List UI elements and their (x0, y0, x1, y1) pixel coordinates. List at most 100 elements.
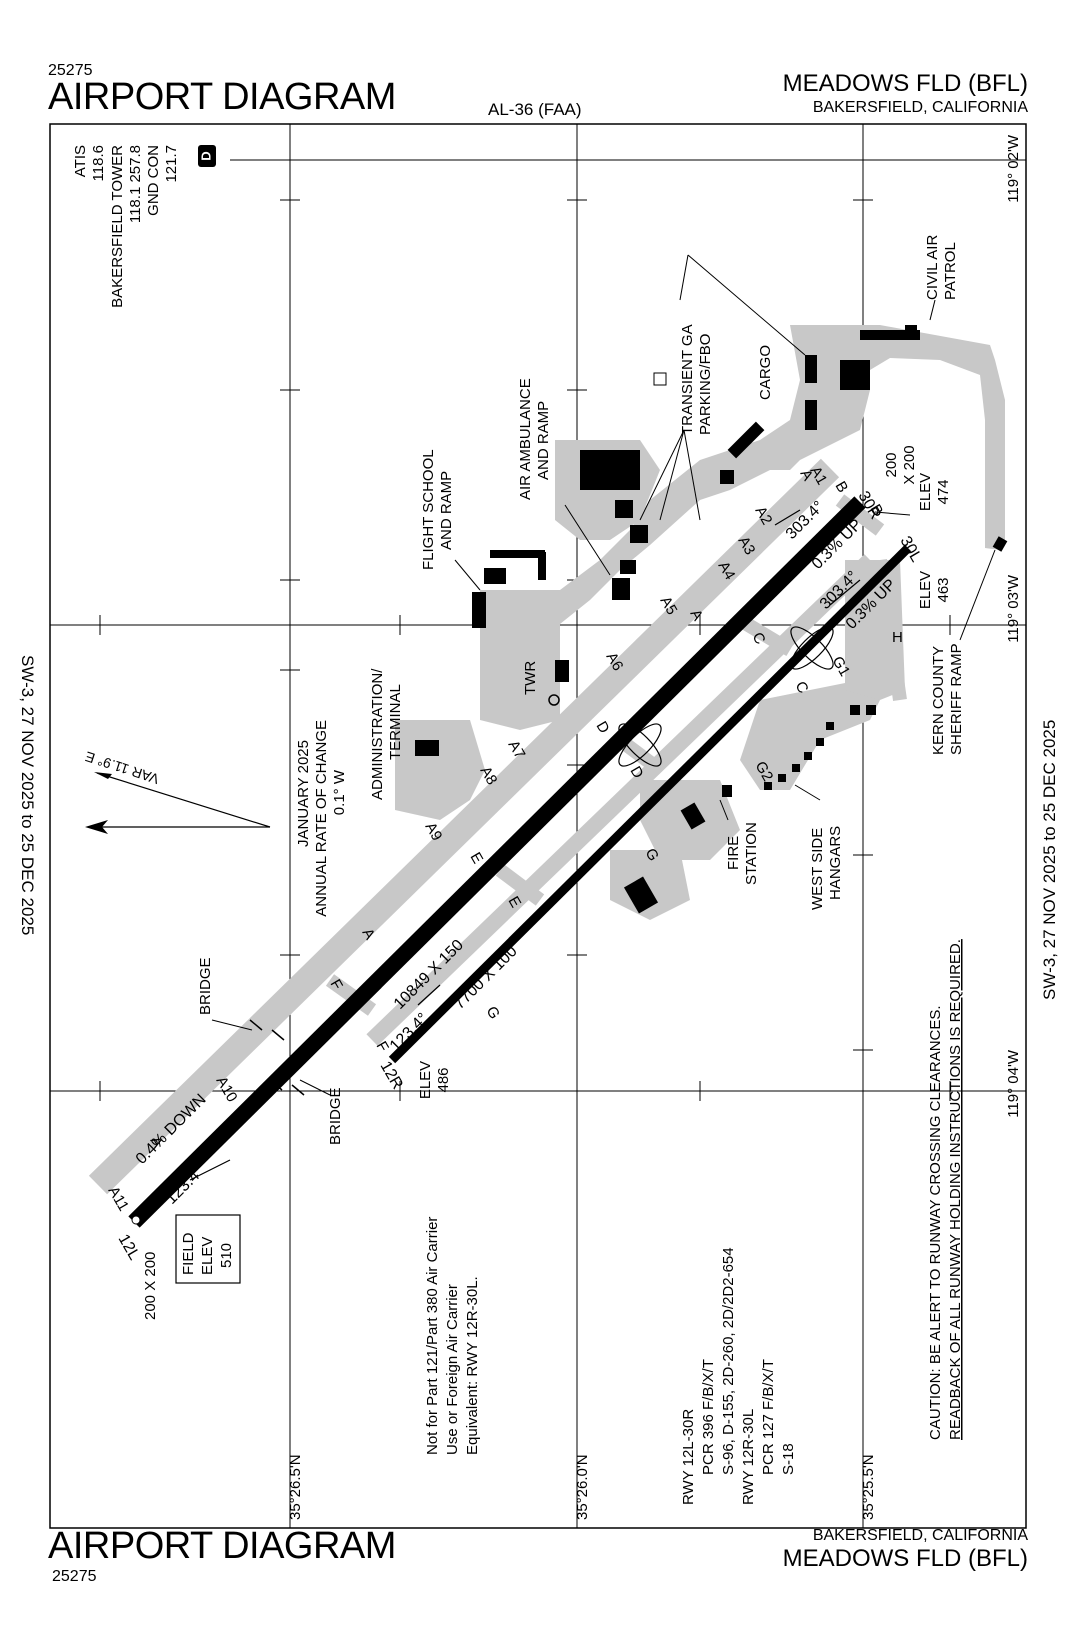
hot-spot (618, 723, 662, 767)
footer-title: AIRPORT DIAGRAM (48, 1525, 396, 1567)
field-elev-3: 510 (218, 1243, 235, 1268)
building (805, 400, 817, 430)
annual-line1: JANUARY 2025 (295, 740, 312, 847)
leader-air-ambulance (564, 504, 611, 576)
hot-spot (618, 723, 662, 767)
tower-icon (548, 694, 560, 706)
leader-west-side (794, 784, 821, 801)
taxiway-label: A4 (715, 559, 739, 583)
lat-lon-grid (50, 124, 1026, 1528)
taxiway-h (873, 559, 907, 701)
slope-arrow (199, 1119, 231, 1151)
fire-2: STATION (743, 822, 760, 885)
footer-city-state: BAKERSFIELD, CALIFORNIA (812, 1527, 1028, 1544)
pcr-1: RWY 12L-30R (680, 1409, 697, 1505)
airport-name-header: MEADOWS FLD (BFL) (783, 70, 1028, 98)
overrun-30-b: X 200 (901, 445, 918, 484)
field-elev-box (175, 1214, 241, 1284)
building (727, 421, 765, 459)
lon-1: 119° 02'W (1005, 134, 1022, 203)
caution-2: READBACK OF ALL RUNWAY HOLDING INSTRUCTI… (947, 939, 964, 1440)
airspace-d-text: D (198, 151, 213, 160)
gnd-freq: 121.7 (163, 145, 180, 183)
tower-label: BAKERSFIELD TOWER (109, 145, 126, 308)
heading-arrow (774, 509, 801, 526)
footer-volume-number: 25275 (52, 1568, 97, 1585)
arrows (189, 509, 861, 1181)
taxiway-label: H (892, 629, 903, 646)
bridge-mark (269, 1079, 283, 1091)
taxiway-label: A2 (752, 504, 776, 528)
footer-airport-name: MEADOWS FLD (BFL) (783, 1545, 1028, 1573)
admin-1: ADMINISTRATION/ (369, 668, 386, 800)
lon-3: 119° 04'W (1005, 1049, 1022, 1118)
taxiway-labels: A A A A A1 A2 A3 A4 A5 A6 A7 A8 A9 A10 A… (105, 464, 903, 1215)
west-side-hangar-area (740, 680, 880, 790)
taxiway-label: A8 (477, 764, 501, 788)
taxiway-label: A1 (807, 464, 831, 488)
magnetic-north-line (96, 772, 271, 828)
admin-2: TERMINAL (387, 684, 404, 760)
taxiway-label: A3 (735, 534, 759, 558)
part121-2: Use or Foreign Air Carrier (444, 1284, 461, 1455)
leader-transient (683, 429, 701, 521)
connector-c (736, 613, 794, 657)
magnetic-north-arrow (94, 772, 112, 779)
leader-lines (211, 254, 996, 1096)
building (484, 568, 506, 584)
fire-1: FIRE (725, 836, 742, 870)
taxiway-label: A5 (657, 594, 681, 618)
buildings (415, 325, 1008, 914)
flight-school-ramp (480, 590, 560, 730)
leader-civil-air (929, 299, 936, 321)
building (555, 660, 569, 682)
overrun-30-a: 200 (883, 452, 900, 477)
leader-transient (687, 254, 806, 356)
rotated-labels: ATIS 118.6 BAKERSFIELD TOWER 118.1 257.8… (72, 134, 1022, 1520)
leader-fire-station (719, 799, 729, 821)
leader-transient (679, 254, 689, 301)
leader-transient (639, 429, 685, 521)
connector-f (325, 974, 377, 1016)
bridge-label-2: BRIDGE (327, 1087, 344, 1145)
building (623, 876, 659, 914)
west-side-2: HANGARS (827, 826, 844, 900)
caution-1: CAUTION: BE ALERT TO RUNWAY CROSSING CLE… (927, 1005, 944, 1440)
building (538, 552, 546, 580)
var-label: VAR 11.9° E (83, 748, 161, 787)
tower-icon (548, 694, 560, 706)
true-north-arrow (85, 820, 108, 834)
footer-airport-name-text: MEADOWS FLD (782, 1545, 962, 1572)
flight-school-1: FLIGHT SCHOOL (420, 449, 437, 570)
elev-486-value: 486 (435, 1067, 452, 1092)
lon-2: 119° 03'W (1005, 574, 1022, 643)
leader-elev-474 (874, 511, 911, 516)
building (680, 802, 706, 830)
cargo-label: CARGO (757, 345, 774, 400)
air-ambulance-2: AND RAMP (535, 401, 552, 480)
building (905, 325, 917, 337)
building (805, 355, 817, 383)
twr-label: TWR (522, 661, 539, 695)
footer-airport-ident: (BFL) (968, 1545, 1028, 1572)
pcr-6: S-18 (780, 1443, 797, 1475)
taxiway-g (366, 554, 876, 1046)
building (826, 722, 834, 730)
rwy-12l-end: 12L (115, 1232, 143, 1264)
building (792, 764, 800, 772)
leader-flight-school (454, 559, 481, 591)
field-elev-2: ELEV (199, 1237, 216, 1275)
building (490, 550, 545, 558)
elev-463-value: 463 (935, 577, 952, 602)
bridge-mark (271, 1029, 285, 1041)
leader-kern (959, 549, 996, 641)
air-ambulance-1: AIR AMBULANCE (517, 378, 534, 500)
building (778, 774, 786, 782)
effective-dates-left: SW-3, 27 NOV 2025 to 25 DEC 2025 (18, 655, 37, 935)
heading-arrow (189, 1159, 231, 1181)
lat-1: 35°26.5'N (287, 1454, 304, 1520)
lat-2: 35°26.0'N (574, 1454, 591, 1520)
elev-474-value: 474 (935, 479, 952, 504)
west-side-1: WEST SIDE (809, 828, 826, 910)
civil-air-1: CIVIL AIR (924, 235, 941, 300)
